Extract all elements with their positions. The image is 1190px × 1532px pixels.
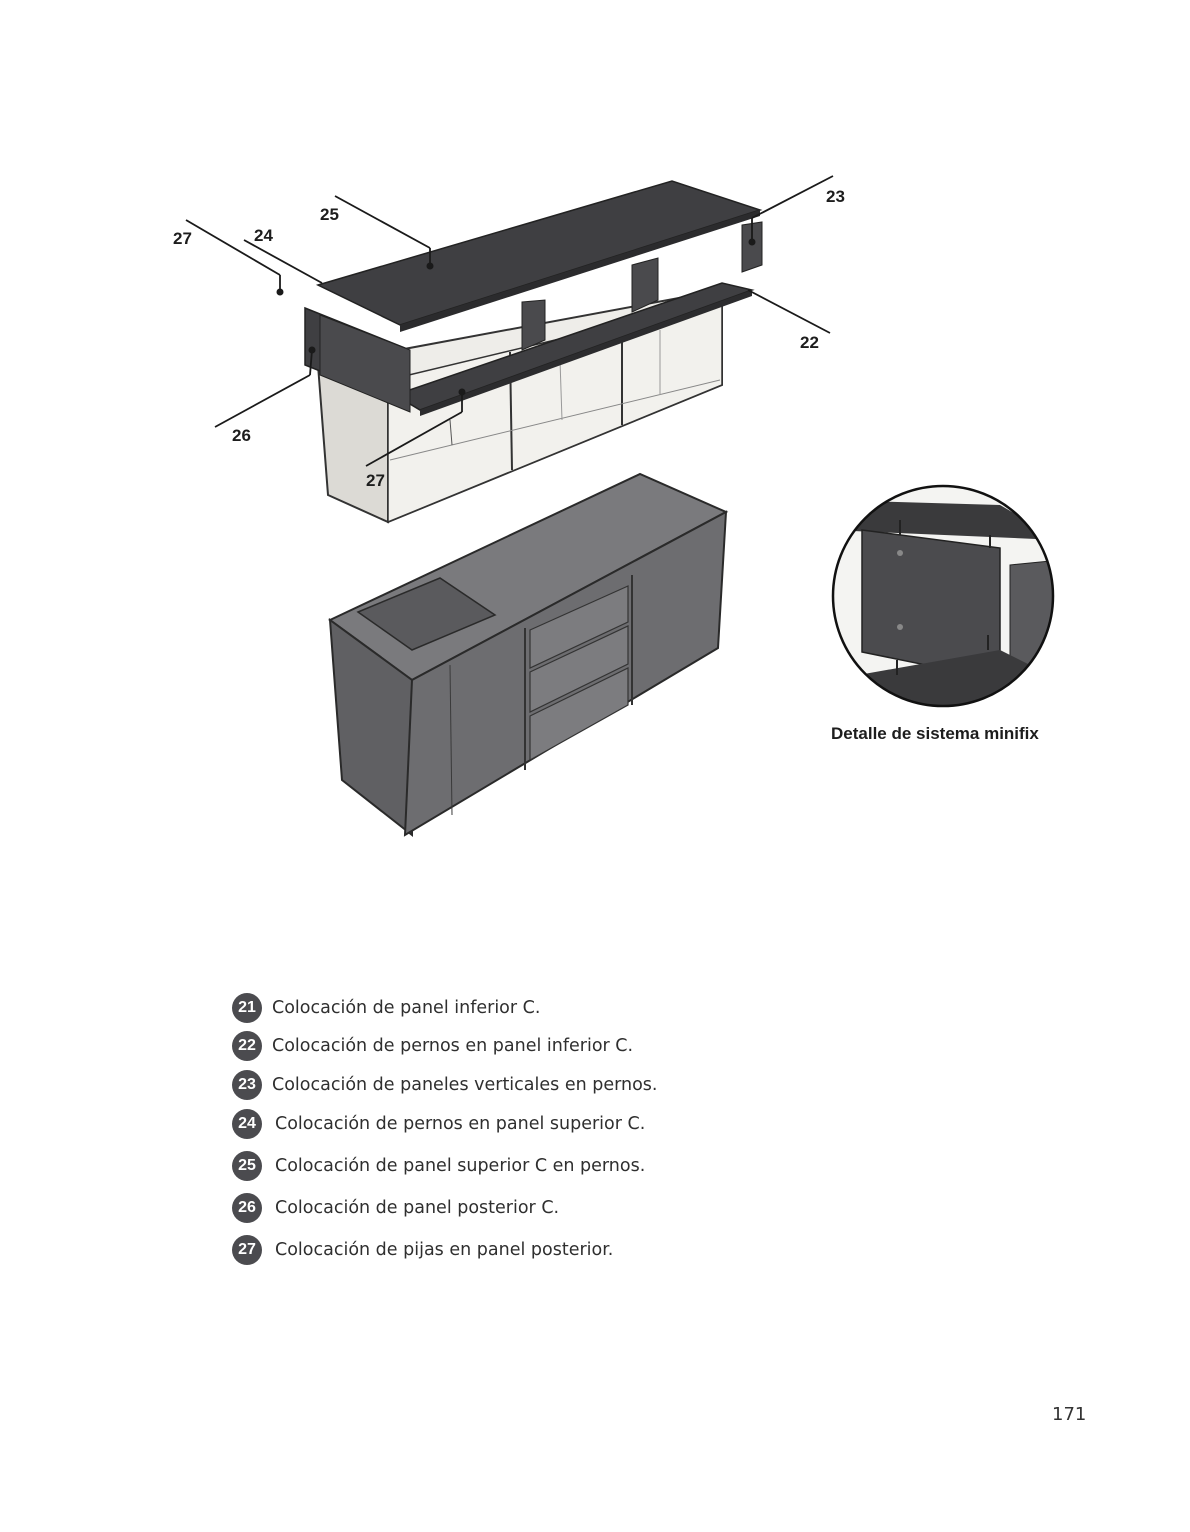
step-item-23: 23 Colocación de paneles verticales en p… xyxy=(232,1070,657,1100)
step-number-badge: 25 xyxy=(232,1151,262,1181)
callout-27-top: 27 xyxy=(173,229,192,248)
step-text: Colocación de panel posterior C. xyxy=(275,1198,560,1218)
exploded-assembly-diagram: 23 25 27 24 22 26 27 xyxy=(173,175,1055,838)
panel-superior-c xyxy=(315,180,763,332)
lower-cabinet xyxy=(328,472,729,838)
callout-23: 23 xyxy=(826,187,845,206)
step-item-25: 25 Colocación de panel superior C en per… xyxy=(232,1151,645,1181)
callout-24: 24 xyxy=(254,226,273,245)
step-number-badge: 23 xyxy=(232,1070,262,1100)
step-number-badge: 27 xyxy=(232,1235,262,1265)
step-item-24: 24 Colocación de pernos en panel superio… xyxy=(232,1109,645,1139)
page-number: 171 xyxy=(1052,1404,1087,1425)
step-number-badge: 21 xyxy=(232,993,262,1023)
step-item-26: 26 Colocación de panel posterior C. xyxy=(232,1193,559,1223)
step-text: Colocación de pijas en panel posterior. xyxy=(275,1240,614,1260)
callout-27-bottom: 27 xyxy=(366,471,385,490)
step-number-badge: 22 xyxy=(232,1031,262,1061)
lower-open-module xyxy=(316,288,723,524)
detail-caption: Detalle de sistema minifix xyxy=(831,724,1039,743)
step-text: Colocación de pernos en panel inferior C… xyxy=(272,1036,634,1056)
step-text: Colocación de paneles verticales en pern… xyxy=(272,1075,658,1095)
step-text: Colocación de panel superior C en pernos… xyxy=(275,1156,646,1176)
step-number-badge: 24 xyxy=(232,1109,262,1139)
leader-dots xyxy=(276,238,756,396)
step-item-21: 21 Colocación de panel inferior C. xyxy=(232,993,540,1023)
step-text: Colocación de panel inferior C. xyxy=(272,998,541,1018)
step-text: Colocación de pernos en panel superior C… xyxy=(275,1114,646,1134)
minifix-detail-view xyxy=(831,484,1055,708)
step-item-27: 27 Colocación de pijas en panel posterio… xyxy=(232,1235,613,1265)
step-number-badge: 26 xyxy=(232,1193,262,1223)
callout-22: 22 xyxy=(800,333,819,352)
step-item-22: 22 Colocación de pernos en panel inferio… xyxy=(232,1031,633,1061)
callout-25: 25 xyxy=(320,205,339,224)
panel-inferior-c xyxy=(304,221,763,416)
leader-lines xyxy=(185,175,834,467)
callout-26: 26 xyxy=(232,426,251,445)
